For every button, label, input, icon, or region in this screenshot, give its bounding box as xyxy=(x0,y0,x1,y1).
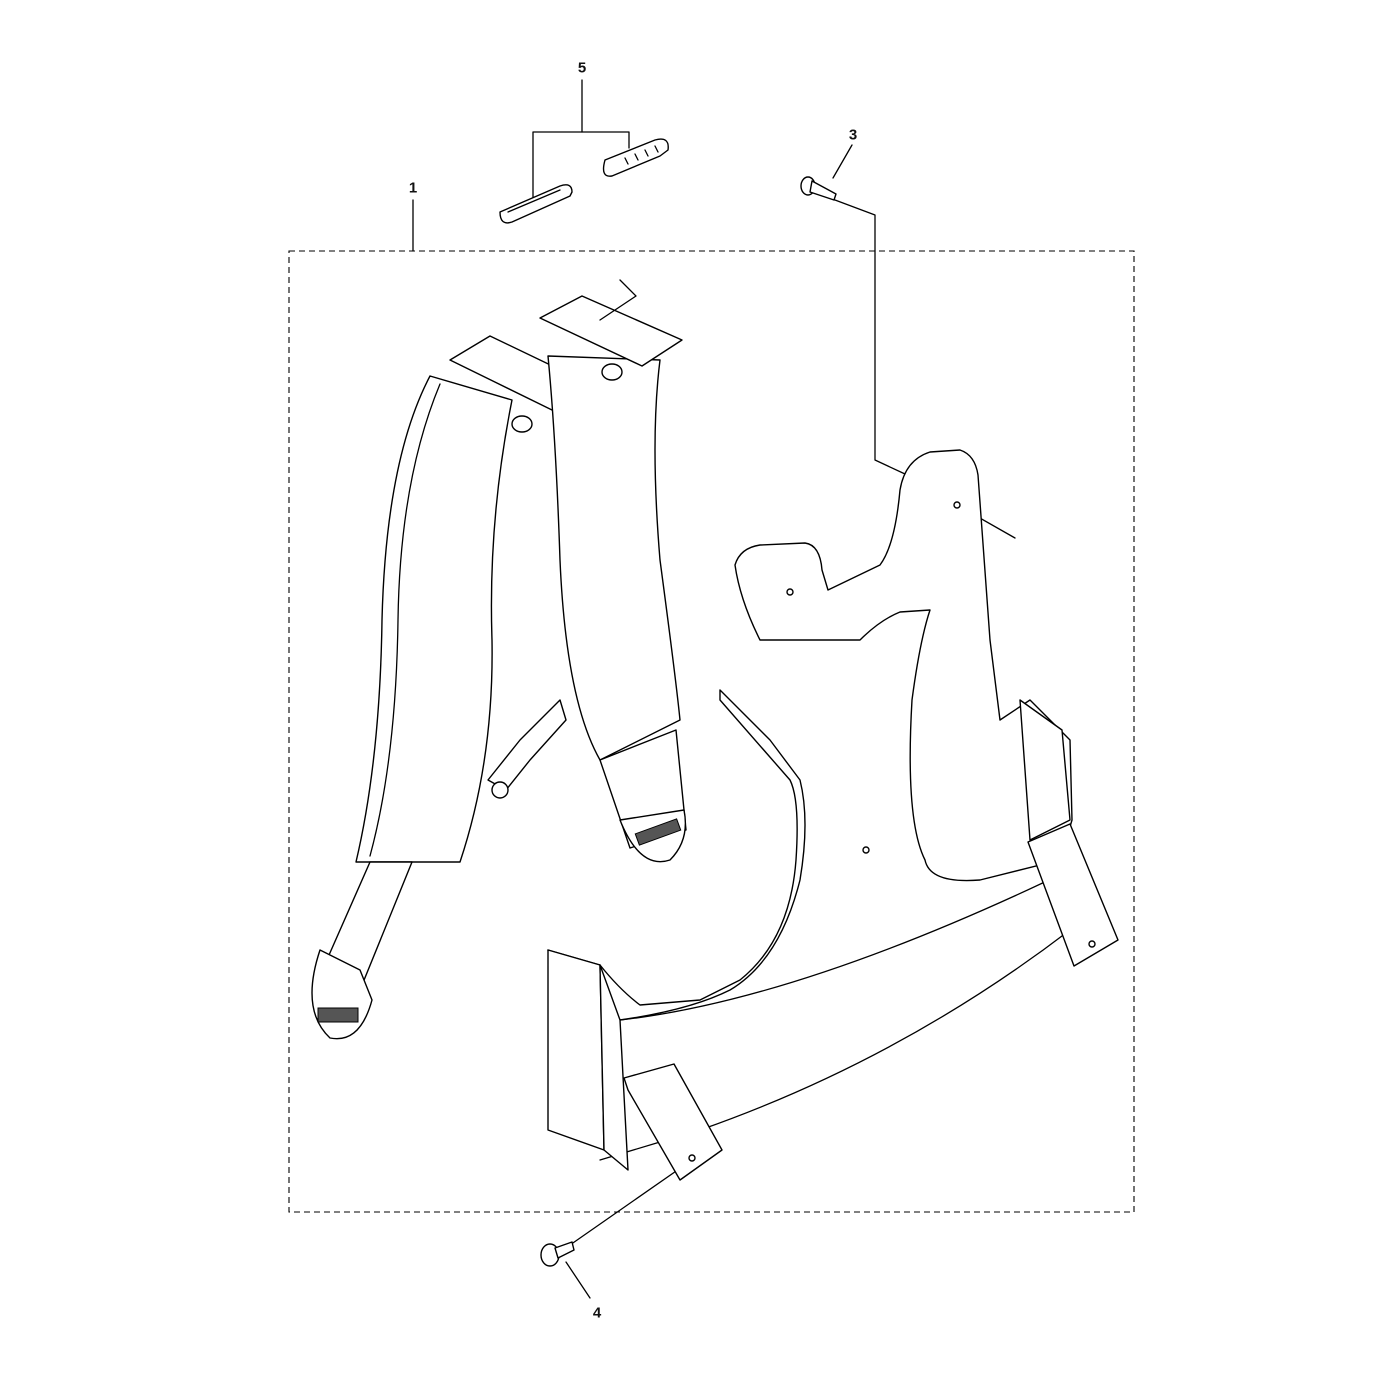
strap-clip-toothed xyxy=(602,138,669,177)
strap-clip-flat xyxy=(499,184,573,224)
callout-3: 3 xyxy=(848,126,858,144)
callout-4: 4 xyxy=(592,1304,602,1322)
screw-top xyxy=(800,176,837,201)
assembly-boundary xyxy=(288,250,1135,1213)
shoulder-strap-left xyxy=(311,335,591,1040)
callout-5: 5 xyxy=(577,59,587,77)
shoulder-strap-right xyxy=(487,279,687,863)
callout-1: 1 xyxy=(408,179,418,197)
screw-bottom xyxy=(540,1241,575,1267)
back-frame xyxy=(547,449,1119,1181)
